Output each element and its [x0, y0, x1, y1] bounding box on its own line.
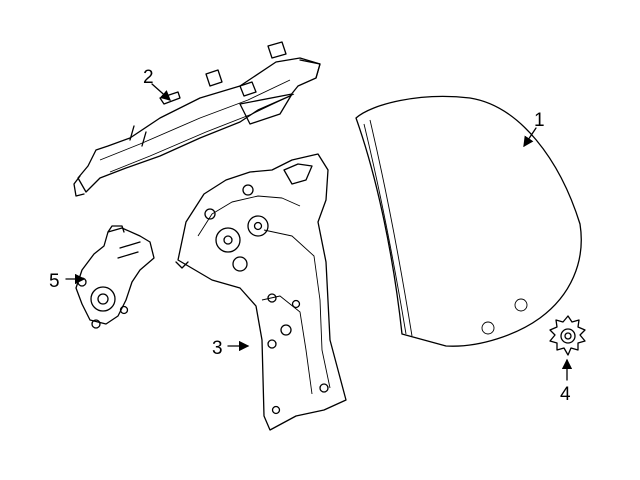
callout-4: 4	[560, 384, 571, 405]
door-glass-part	[355, 95, 582, 347]
window-motor-part	[75, 225, 155, 329]
regulator-rail-part	[73, 41, 321, 197]
regulator-panel-part	[175, 153, 347, 431]
star-nut-part	[549, 315, 586, 356]
callout-1: 1	[534, 110, 545, 131]
callout-2: 2	[143, 67, 154, 88]
callout-5: 5	[49, 271, 60, 292]
leader-lines	[65, 83, 573, 381]
callout-3: 3	[212, 338, 223, 359]
